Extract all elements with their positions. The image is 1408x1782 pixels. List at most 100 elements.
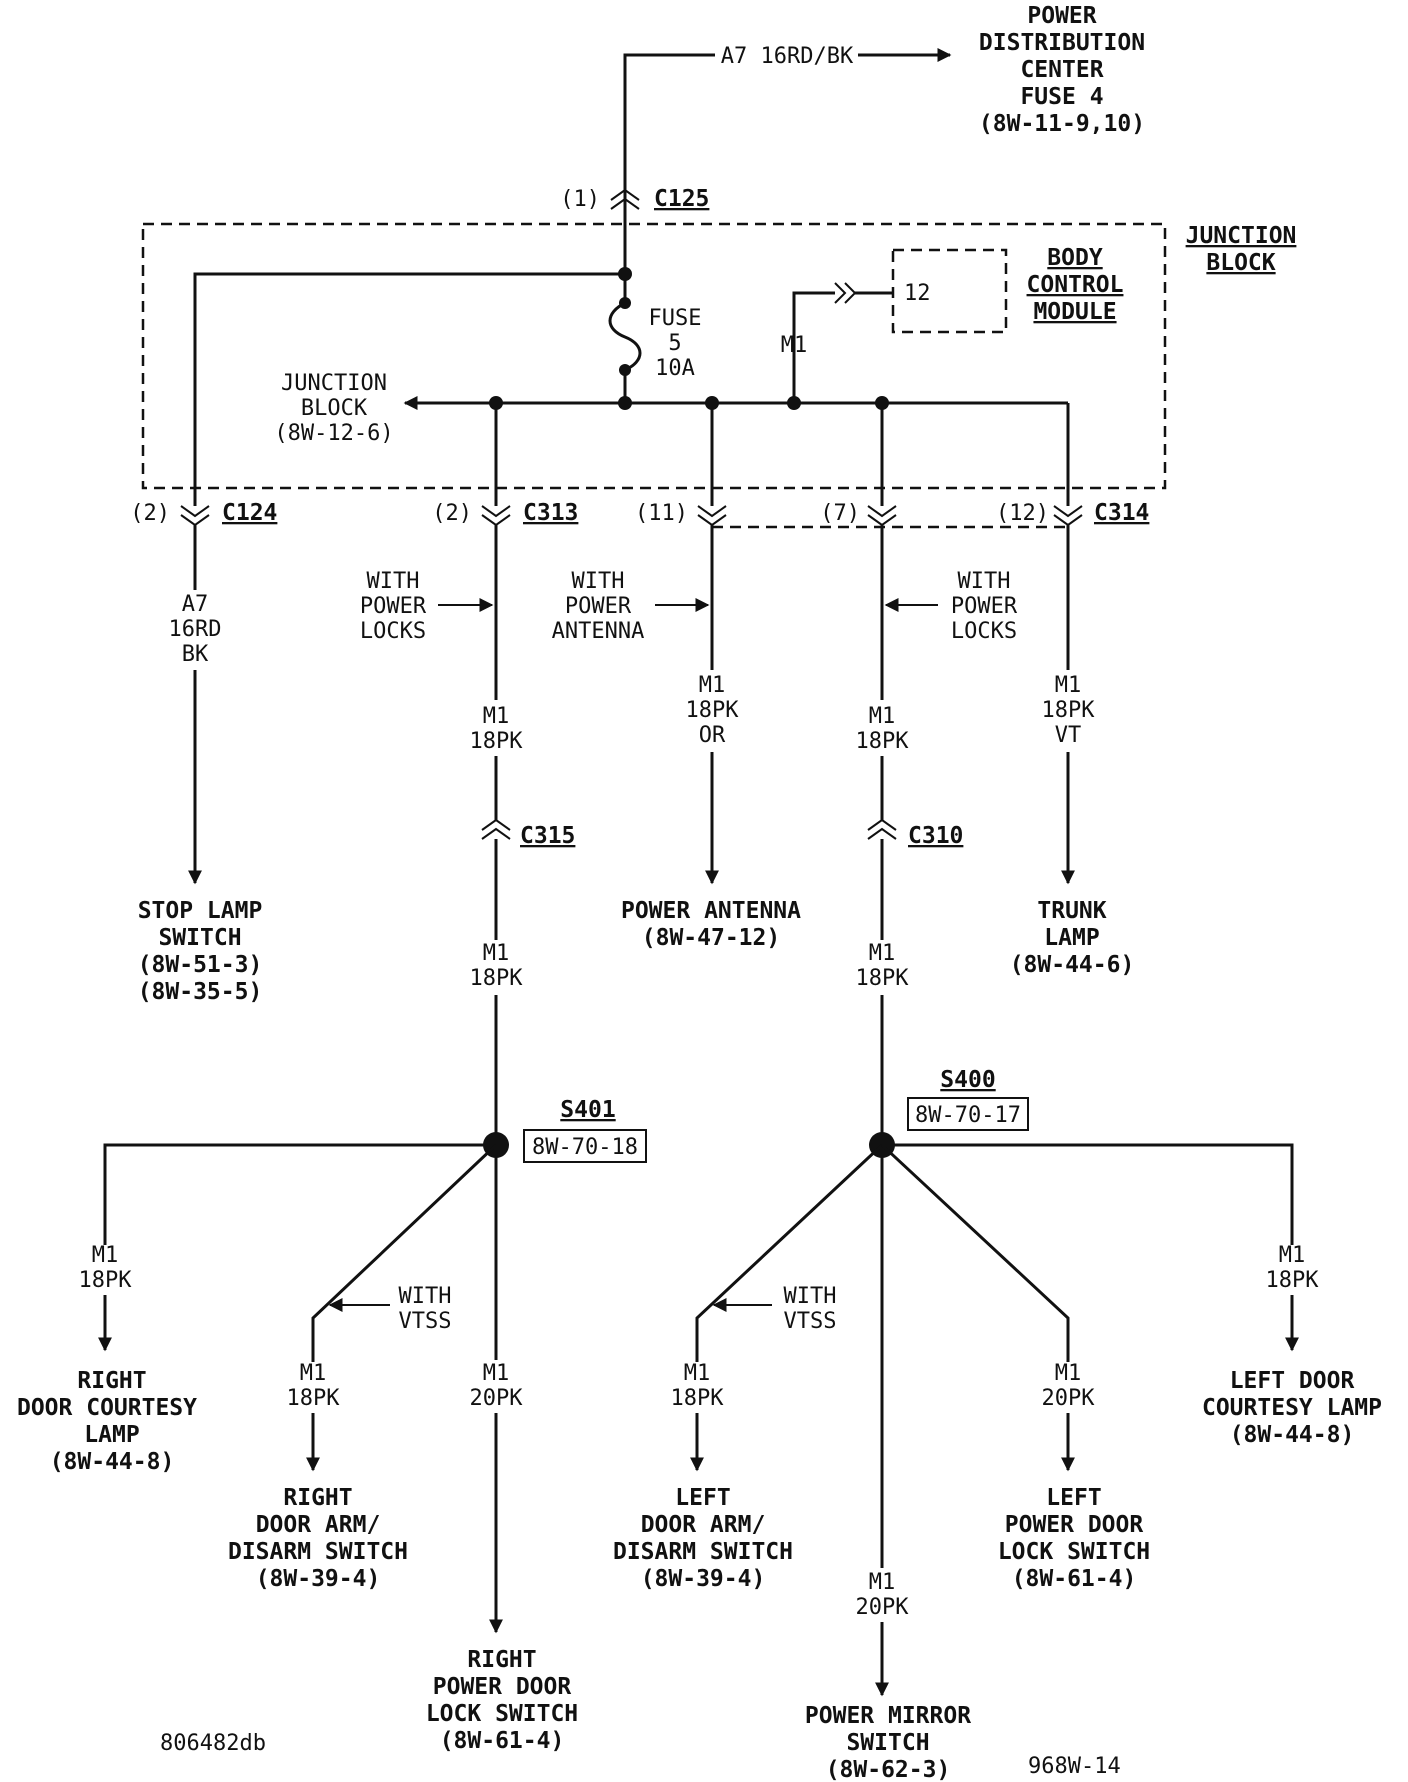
svg-text:RIGHT: RIGHT: [283, 1485, 352, 1511]
c313-name: C313: [523, 500, 578, 526]
svg-text:POWER: POWER: [565, 594, 632, 619]
svg-text:DISARM SWITCH: DISARM SWITCH: [228, 1539, 408, 1565]
svg-text:WITH: WITH: [367, 569, 420, 594]
svg-text:VT: VT: [1055, 723, 1082, 748]
r-arm-wire-label: M1 18PK: [287, 1361, 341, 1411]
svg-text:LEFT: LEFT: [675, 1485, 730, 1511]
c124-name: C124: [222, 500, 277, 526]
svg-text:RIGHT: RIGHT: [77, 1368, 146, 1394]
antenna-wire-label: M1 18PK OR: [686, 673, 740, 748]
svg-text:(8W-44-8): (8W-44-8): [50, 1449, 175, 1475]
svg-text:(8W-61-4): (8W-61-4): [440, 1728, 565, 1754]
c124-pin: (2): [130, 501, 170, 526]
svg-text:SWITCH: SWITCH: [158, 925, 241, 951]
svg-text:M1: M1: [1055, 1361, 1082, 1386]
svg-text:LEFT DOOR: LEFT DOOR: [1230, 1368, 1355, 1394]
connector-c315-symbol: [481, 818, 511, 840]
svg-text:DOOR COURTESY: DOOR COURTESY: [17, 1395, 197, 1421]
svg-text:18PK: 18PK: [470, 966, 524, 991]
l-lock-wire-a: [880, 1143, 1070, 1362]
body-control-module-label: BODY CONTROL MODULE: [1027, 245, 1124, 325]
svg-text:WITH: WITH: [399, 1284, 452, 1309]
svg-text:DOOR ARM/: DOOR ARM/: [256, 1512, 381, 1538]
svg-text:ANTENNA: ANTENNA: [552, 619, 645, 644]
trunk-wire-label: M1 18PK VT: [1042, 673, 1096, 748]
connector-antenna-symbol: [697, 505, 727, 527]
svg-text:(8W-39-4): (8W-39-4): [256, 1566, 381, 1592]
svg-text:5: 5: [668, 331, 681, 356]
r-locks-wire-label-b: M1 18PK: [470, 941, 524, 991]
svg-text:LOCKS: LOCKS: [360, 619, 426, 644]
s401-ref-box: [523, 1129, 647, 1163]
svg-text:(8W-44-8): (8W-44-8): [1230, 1422, 1355, 1448]
svg-text:M1: M1: [300, 1361, 327, 1386]
svg-text:BLOCK: BLOCK: [301, 396, 368, 421]
s401-name: S401: [560, 1097, 615, 1123]
s400-ref: 8W-70-17: [915, 1103, 1021, 1128]
svg-text:DISTRIBUTION: DISTRIBUTION: [979, 30, 1145, 56]
svg-text:20PK: 20PK: [856, 1595, 910, 1620]
svg-text:WITH: WITH: [958, 569, 1011, 594]
svg-text:LOCK SWITCH: LOCK SWITCH: [998, 1539, 1150, 1565]
junction-block-ref-label: JUNCTION BLOCK (8W-12-6): [274, 371, 393, 446]
svg-text:(8W-44-6): (8W-44-6): [1010, 952, 1135, 978]
svg-text:LOCKS: LOCKS: [951, 619, 1017, 644]
svg-text:CENTER: CENTER: [1020, 57, 1103, 83]
svg-text:(8W-12-6): (8W-12-6): [274, 421, 393, 446]
svg-text:18PK: 18PK: [856, 966, 910, 991]
l-locks-wire-label-a: M1 18PK: [856, 704, 910, 754]
connector-c125-symbol: [610, 188, 640, 210]
svg-text:DISARM SWITCH: DISARM SWITCH: [613, 1539, 793, 1565]
svg-text:16RD: 16RD: [169, 617, 222, 642]
c315-name: C315: [520, 823, 575, 849]
antenna-note: WITH POWER ANTENNA: [552, 569, 645, 644]
svg-text:MODULE: MODULE: [1033, 299, 1116, 325]
l-arm-wire-a: [695, 1143, 884, 1362]
l-locks-wire-label-b: M1 18PK: [856, 941, 910, 991]
svg-text:POWER DOOR: POWER DOOR: [433, 1674, 572, 1700]
svg-text:(8W-35-5): (8W-35-5): [138, 979, 263, 1005]
svg-text:M1: M1: [483, 1361, 510, 1386]
svg-text:BK: BK: [182, 642, 209, 667]
svg-text:18PK: 18PK: [470, 729, 524, 754]
svg-text:M1: M1: [699, 673, 726, 698]
svg-text:M1: M1: [92, 1243, 119, 1268]
right-door-arm-switch-label: RIGHT DOOR ARM/ DISARM SWITCH (8W-39-4): [228, 1485, 408, 1592]
svg-text:DOOR ARM/: DOOR ARM/: [641, 1512, 766, 1538]
bcm-wire-label: M1: [781, 333, 808, 358]
svg-text:M1: M1: [869, 704, 896, 729]
l-courtesy-wire-label: M1 18PK: [1266, 1243, 1320, 1293]
svg-text:(8W-51-3): (8W-51-3): [138, 952, 263, 978]
svg-text:FUSE: FUSE: [649, 306, 702, 331]
svg-text:LAMP: LAMP: [1044, 925, 1099, 951]
junction-block-outline: [141, 222, 1167, 490]
connector-c313-symbol: [481, 505, 511, 527]
svg-text:18PK: 18PK: [671, 1386, 725, 1411]
r-courtesy-wire-a: [103, 1143, 496, 1245]
right-power-door-lock-switch-label: RIGHT POWER DOOR LOCK SWITCH (8W-61-4): [426, 1647, 578, 1754]
bcm-pin: 12: [904, 281, 931, 306]
source-wire-label: A7 16RD/BK: [721, 44, 854, 69]
svg-text:RIGHT: RIGHT: [467, 1647, 536, 1673]
svg-text:LOCK SWITCH: LOCK SWITCH: [426, 1701, 578, 1727]
svg-text:M1: M1: [869, 1570, 896, 1595]
svg-text:18PK: 18PK: [856, 729, 910, 754]
c310-name: C310: [908, 823, 963, 849]
r-locks-note: WITH POWER LOCKS: [360, 569, 427, 644]
right-door-courtesy-lamp-label: RIGHT DOOR COURTESY LAMP (8W-44-8): [17, 1368, 197, 1475]
svg-text:SWITCH: SWITCH: [846, 1730, 929, 1756]
svg-text:POWER: POWER: [1027, 3, 1096, 29]
svg-text:POWER DOOR: POWER DOOR: [1005, 1512, 1144, 1538]
c125-name: C125: [654, 186, 709, 212]
stop-wire-label: A7 16RD BK: [169, 592, 222, 667]
svg-text:POWER ANTENNA: POWER ANTENNA: [621, 898, 801, 924]
svg-text:M1: M1: [483, 704, 510, 729]
svg-text:POWER: POWER: [360, 594, 427, 619]
power-antenna-label: POWER ANTENNA (8W-47-12): [621, 898, 801, 951]
svg-text:BODY: BODY: [1047, 245, 1103, 271]
connector-c314-symbol: [1053, 505, 1083, 527]
svg-text:LAMP: LAMP: [84, 1422, 139, 1448]
svg-text:(8W-11-9,10): (8W-11-9,10): [979, 111, 1145, 137]
s401-ref: 8W-70-18: [532, 1135, 638, 1160]
